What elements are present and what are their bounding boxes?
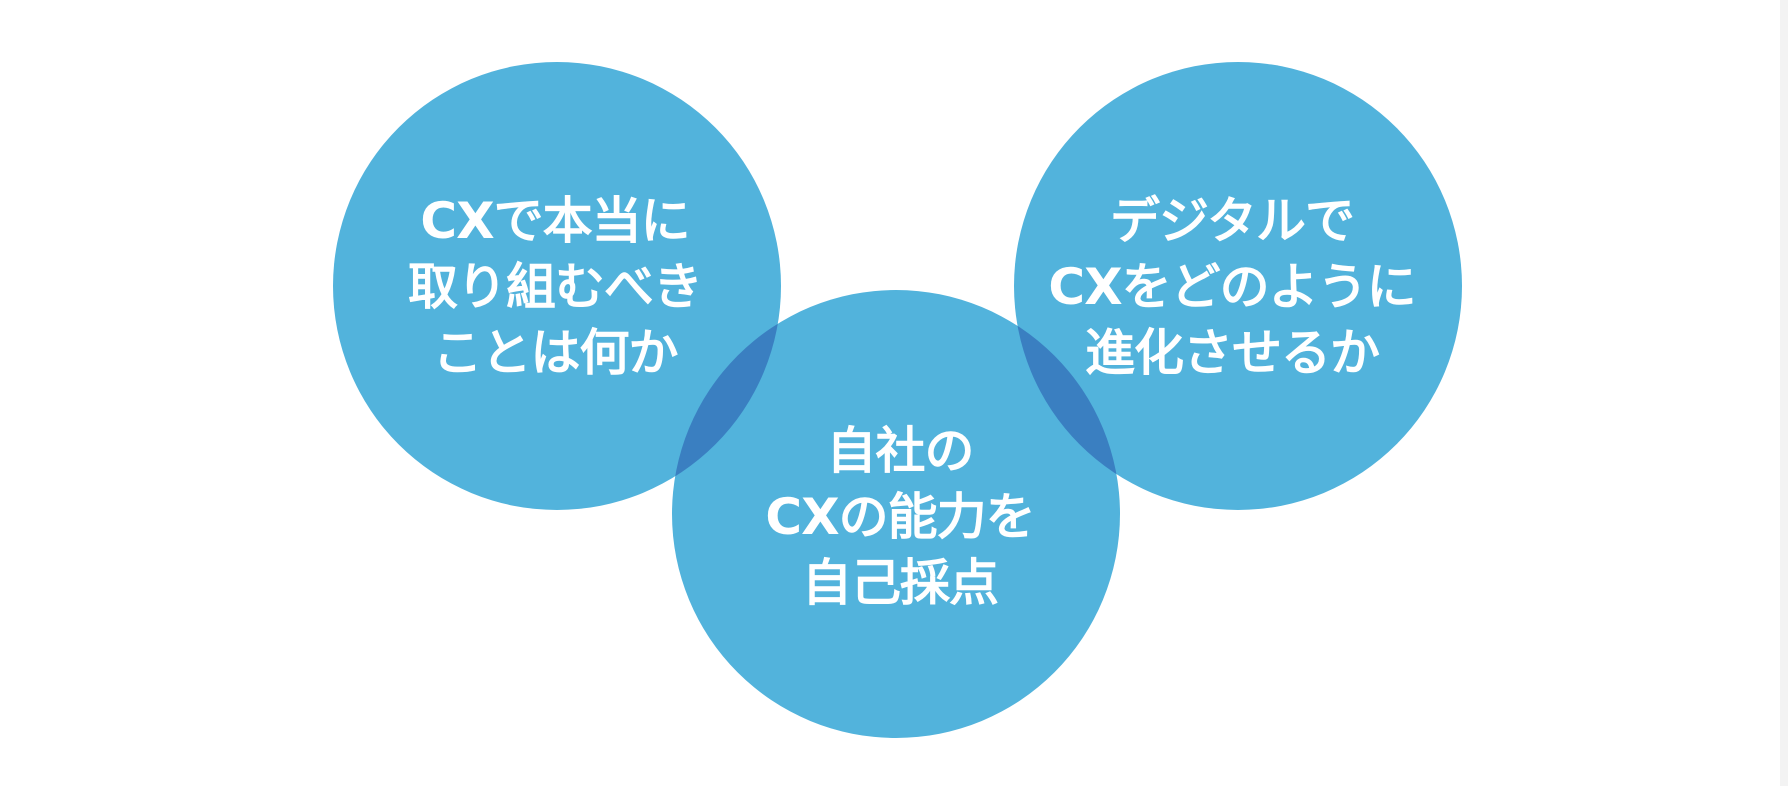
circle-bottom-line-1: 自社の: [826, 422, 975, 480]
circle-right-line-2: CXをどのように: [1048, 258, 1416, 316]
circle-left: [333, 62, 781, 510]
circle-left-label: CXで本当に 取り組むべき ことは何か: [355, 188, 755, 386]
circle-right-line-1: デジタルで: [1110, 192, 1355, 250]
circle-right: [1014, 62, 1462, 510]
circle-bottom-label: 自社の CXの能力を 自己採点: [700, 418, 1100, 616]
circle-right-label: デジタルで CXをどのように 進化させるか: [1032, 188, 1432, 386]
circle-bottom-line-3: 自己採点: [802, 554, 999, 612]
circle-left-line-1: CXで本当に: [420, 192, 690, 250]
circle-right-line-3: 進化させるか: [1085, 324, 1380, 382]
circle-left-line-2: 取り組むべき: [408, 258, 703, 316]
circle-bottom-line-2: CXの能力を: [765, 488, 1035, 546]
circle-bottom: [672, 290, 1120, 738]
right-edge-strip: [1780, 0, 1788, 786]
circle-left-line-3: ことは何か: [432, 324, 679, 382]
